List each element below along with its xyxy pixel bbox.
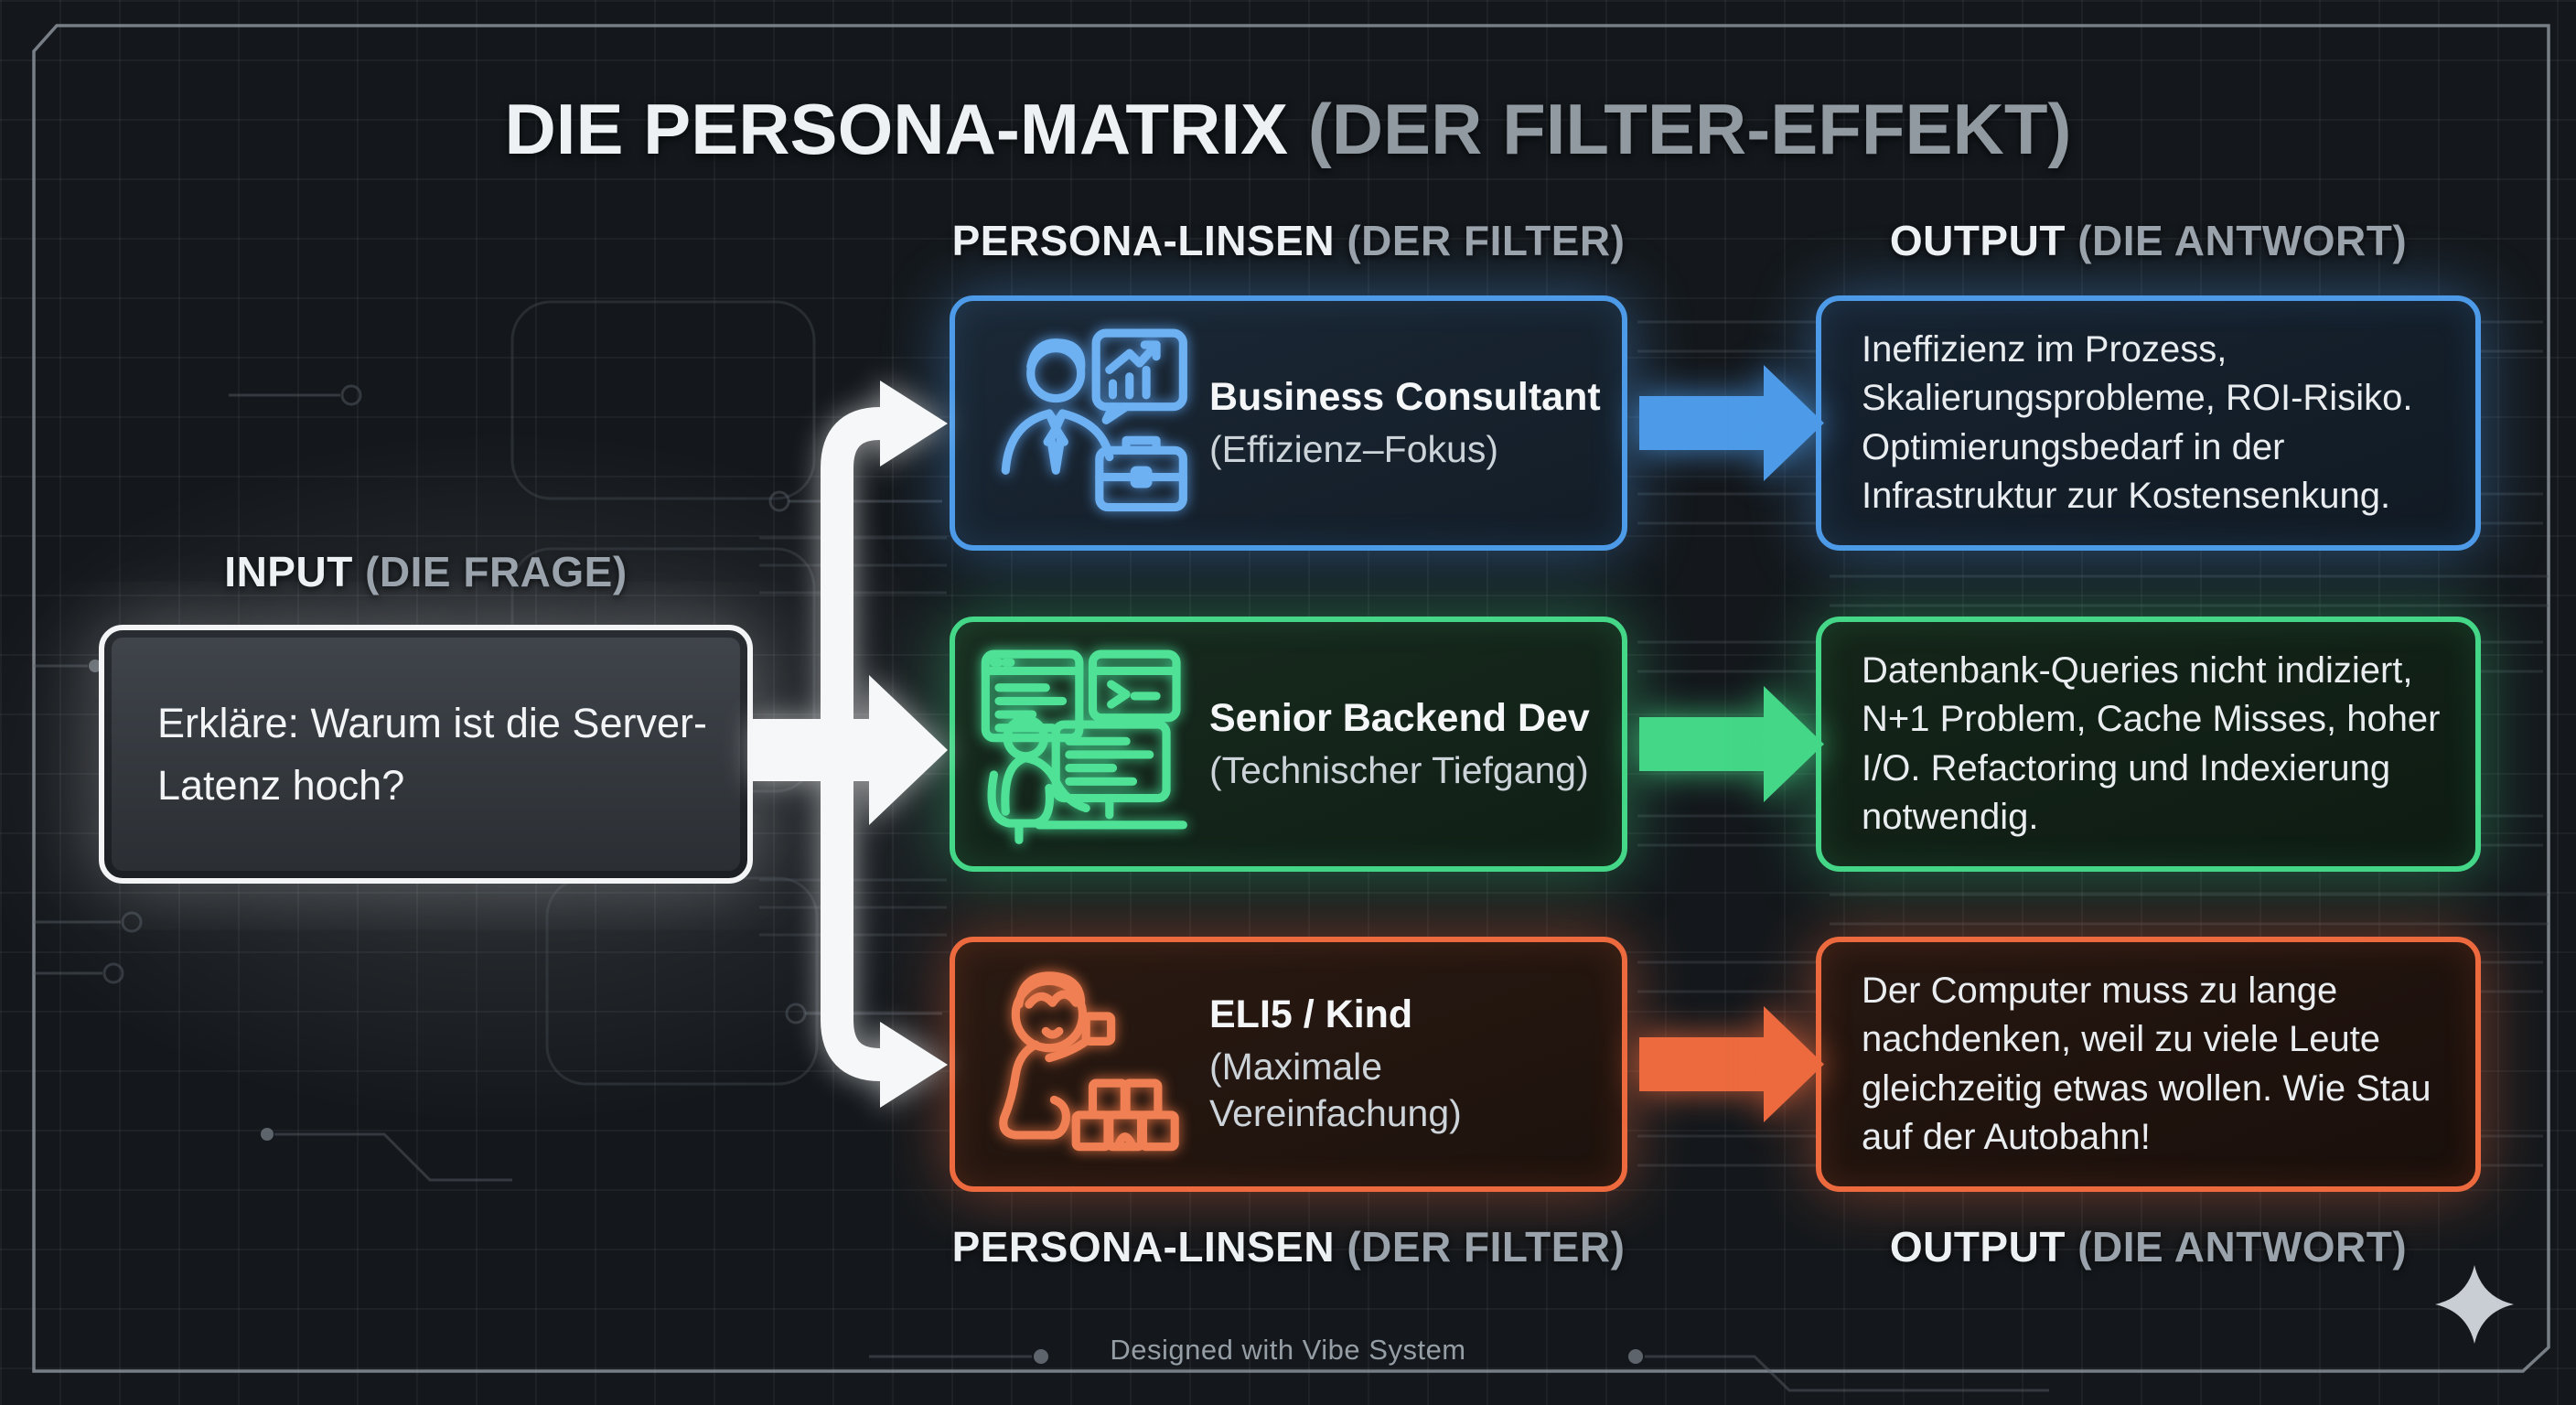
persona-subtitle: (Maximale Vereinfachung): [1209, 1046, 1462, 1135]
page-title-main: DIE PERSONA-MATRIX: [504, 89, 1289, 169]
output-text: Datenbank-Queries nicht indiziert, N+1 P…: [1862, 650, 2441, 837]
persona-name: ELI5 / Kind: [1209, 992, 1413, 1037]
header-personas-main: PERSONA-LINSEN: [951, 217, 1336, 264]
child-blocks-icon: [999, 971, 1179, 1151]
developer-icon: [981, 649, 1187, 844]
page-title-sub: (DER FILTER-EFFEKT): [1288, 89, 2072, 169]
consultant-icon: [1001, 328, 1187, 511]
footer-credit: Designed with Vibe System: [1110, 1334, 1466, 1366]
persona-box-eli5-kind: ELI5 / Kind (Maximale Vereinfachung): [950, 937, 1627, 1192]
output-box-eli5-kind: Der Computer muss zu lange nachdenken, w…: [1816, 937, 2481, 1192]
arrow-orange: [1639, 1006, 1824, 1122]
arrow-green: [1639, 686, 1824, 802]
column-header-output-bottom: OUTPUT (DIE ANTWORT): [1889, 1223, 2408, 1271]
output-box-business-consultant: Ineffizienz im Prozess, Skalierungsprobl…: [1816, 295, 2481, 551]
input-question-text: Erkläre: Warum ist die Server-Latenz hoc…: [157, 700, 707, 809]
persona-output-arrows: [1639, 365, 1824, 1122]
input-label: INPUT (DIE FRAGE): [99, 547, 753, 596]
sparkle-icon: [2435, 1265, 2514, 1344]
output-box-senior-backend-dev: Datenbank-Queries nicht indiziert, N+1 P…: [1816, 617, 2481, 872]
persona-subtitle: (Effizienz–Fokus): [1209, 427, 1498, 470]
output-text: Ineffizienz im Prozess, Skalierungsprobl…: [1862, 329, 2413, 516]
persona-box-business-consultant: Business Consultant (Effizienz–Fokus): [950, 295, 1627, 551]
header-output-main: OUTPUT: [1889, 217, 2066, 264]
input-label-main: INPUT: [224, 548, 353, 595]
persona-subtitle: (Technischer Tiefgang): [1209, 748, 1589, 791]
persona-box-senior-backend-dev: Senior Backend Dev (Technischer Tiefgang…: [950, 617, 1627, 872]
input-label-sub: (DIE FRAGE): [352, 548, 628, 595]
output-text: Der Computer muss zu lange nachdenken, w…: [1862, 971, 2431, 1157]
column-header-personas-top: PERSONA-LINSEN (DER FILTER): [950, 216, 1627, 265]
input-question-box: Erkläre: Warum ist die Server-Latenz hoc…: [99, 625, 753, 884]
page-title: DIE PERSONA-MATRIX (DER FILTER-EFFEKT): [0, 88, 2576, 171]
persona-name: Business Consultant: [1209, 375, 1601, 419]
header-output-sub: (DIE ANTWORT): [2065, 217, 2408, 264]
column-header-personas-bottom: PERSONA-LINSEN (DER FILTER): [951, 1223, 1626, 1271]
arrow-blue: [1639, 365, 1824, 481]
header-personas-sub: (DER FILTER): [1335, 217, 1626, 264]
persona-name: Senior Backend Dev: [1209, 696, 1590, 740]
column-header-output-top: OUTPUT (DIE ANTWORT): [1816, 216, 2481, 265]
